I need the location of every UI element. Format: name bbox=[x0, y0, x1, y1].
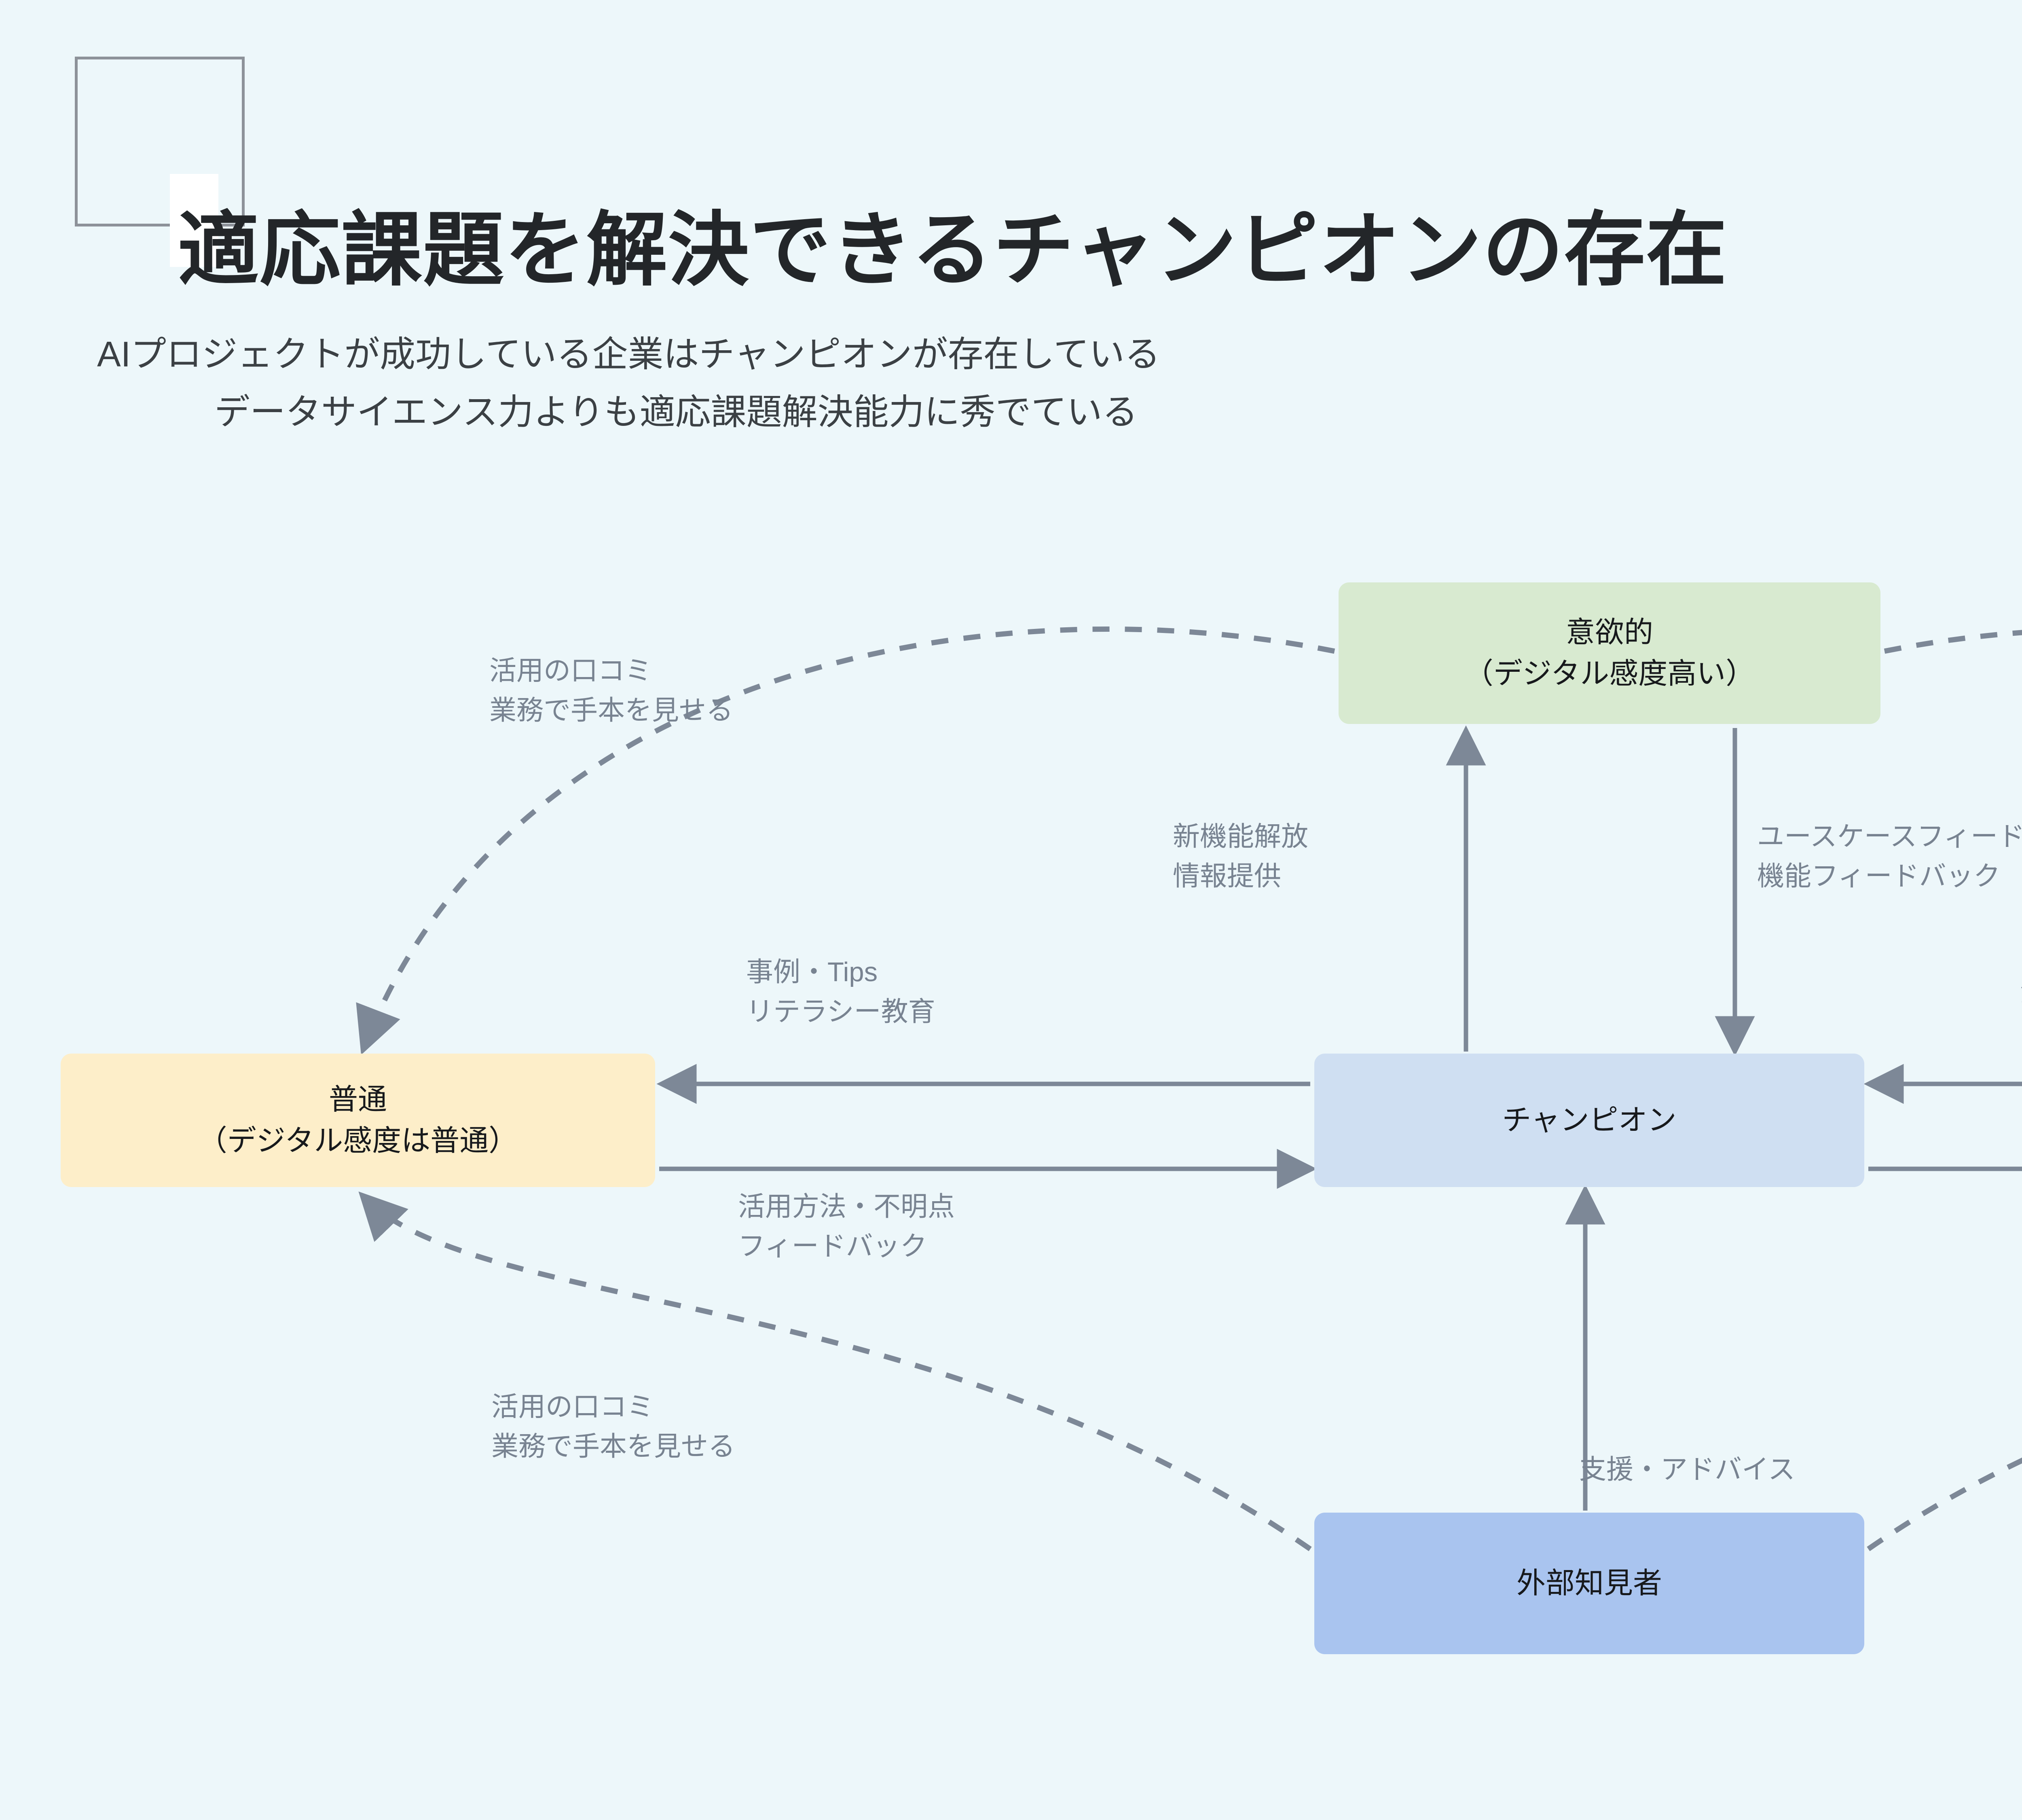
label-word-of-mouth-top-left: 活用の口コミ 業務で手本を見せる bbox=[489, 656, 733, 726]
label-top-to-center: ユースケースフィードバック 機能フィードバック bbox=[1757, 821, 2022, 892]
node-average[interactable]: 普通 （デジタル感度は普通） bbox=[61, 1054, 655, 1187]
label-word-of-mouth-bottom-left: 活用の口コミ 業務で手本を見せる bbox=[491, 1392, 735, 1462]
node-motivated[interactable]: 意欲的 （デジタル感度高い） bbox=[1339, 582, 1880, 724]
subtitle-line-2: データサイエンス力よりも適応課題解決能力に秀でている bbox=[214, 392, 1138, 432]
label-center-to-left: 事例・Tips リテラシー教育 bbox=[746, 957, 935, 1027]
edge-arc-bottom-to-right bbox=[1867, 1457, 2022, 1551]
label-right-to-center: 活用方法・不明点 フィードバック bbox=[2020, 973, 2022, 1052]
title-mask bbox=[170, 174, 218, 267]
label-center-to-top: 新機能解放 情報提供 bbox=[1173, 821, 1308, 892]
node-champion[interactable]: チャンピオン bbox=[1314, 1054, 1864, 1187]
label-left-to-center: 活用方法・不明点 フィードバック bbox=[738, 1191, 955, 1262]
title-decoration-square bbox=[75, 57, 245, 226]
label-bottom-to-center: 支援・アドバイス bbox=[1579, 1454, 1795, 1485]
node-external-expert[interactable]: 外部知見者 bbox=[1314, 1513, 1864, 1654]
subtitle-line-1: AIプロジェクトが成功している企業はチャンピオンが存在している bbox=[97, 334, 1160, 374]
page-title: 適応課題を解決できるチャンピオンの存在 bbox=[178, 205, 1728, 295]
page-subtitle: AIプロジェクトが成功している企業はチャンピオンが存在している データサイエンス… bbox=[97, 326, 1160, 441]
